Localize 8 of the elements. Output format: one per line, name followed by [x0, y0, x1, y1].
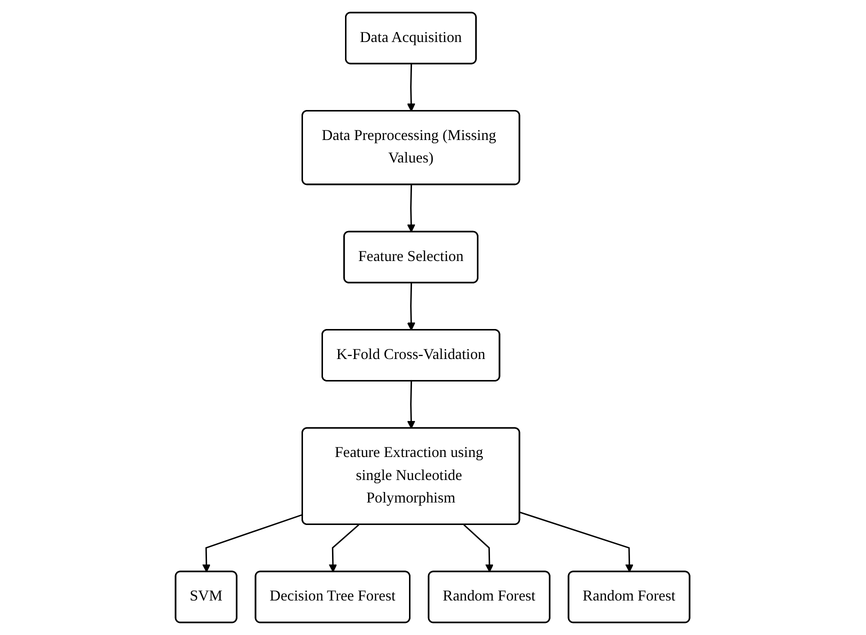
arrow	[407, 184, 416, 232]
arrow	[407, 283, 416, 331]
arrow	[464, 524, 494, 572]
arrow	[520, 512, 634, 572]
arrow	[407, 381, 416, 429]
arrow	[329, 524, 360, 572]
arrow	[407, 64, 416, 112]
arrow	[202, 514, 304, 572]
